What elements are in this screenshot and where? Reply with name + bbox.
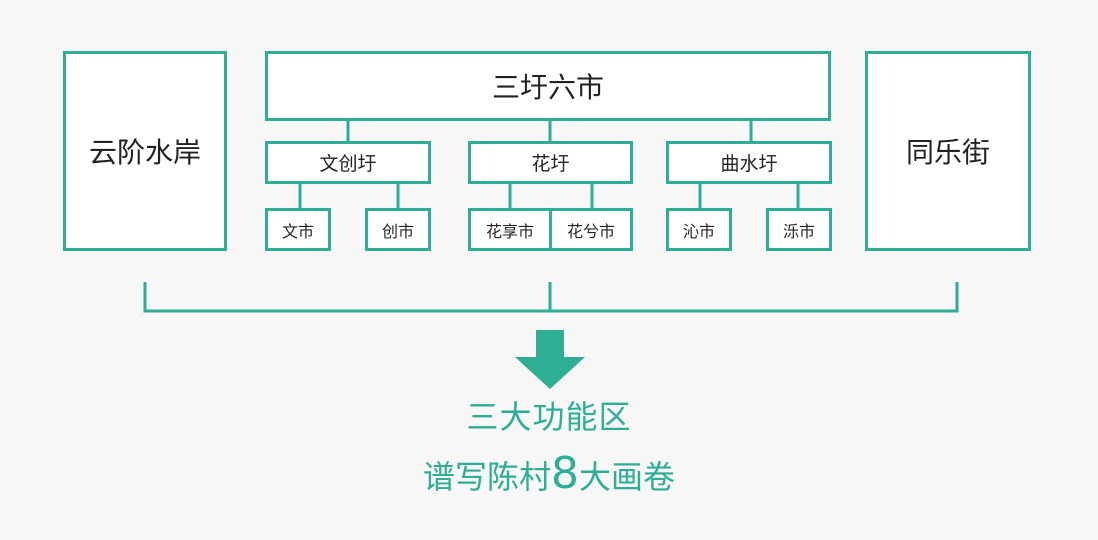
group-box-hua: 花圩 xyxy=(468,141,633,184)
leaf-box: 花享市 xyxy=(468,208,552,251)
leaf-label: 花兮市 xyxy=(566,221,615,241)
group-label: 花圩 xyxy=(531,153,570,175)
summary-number: 8 xyxy=(551,448,579,499)
group-label: 曲水圩 xyxy=(720,153,778,175)
center-title-box: 三圩六市 xyxy=(265,51,831,121)
group-box-wenchuang: 文创圩 xyxy=(265,141,431,184)
leaf-label: 花享市 xyxy=(485,221,534,241)
leaf-label: 文市 xyxy=(281,221,314,241)
leaf-label: 沁市 xyxy=(682,221,715,241)
summary-prefix: 谱写陈村 xyxy=(422,458,551,496)
right-block: 同乐街 xyxy=(865,51,1031,251)
down-arrow-icon xyxy=(515,330,585,389)
right-block-label: 同乐街 xyxy=(905,136,990,169)
center-title: 三圩六市 xyxy=(491,71,604,104)
leaf-box: 沁市 xyxy=(666,208,732,251)
leaf-box: 创市 xyxy=(365,208,431,251)
summary-line-1: 三大功能区 xyxy=(466,398,632,436)
leaf-label: 泺市 xyxy=(782,221,815,241)
summary-suffix: 大画卷 xyxy=(579,458,676,496)
summary-line-2: 谱写陈村8大画卷 xyxy=(0,448,1098,499)
leaf-box: 花兮市 xyxy=(549,208,633,251)
group-label: 文创圩 xyxy=(319,153,377,175)
leaf-box: 文市 xyxy=(265,208,331,251)
group-box-qushui: 曲水圩 xyxy=(666,141,832,184)
leaf-label: 创市 xyxy=(381,221,414,241)
leaf-box: 泺市 xyxy=(766,208,832,251)
left-block-label: 云阶水岸 xyxy=(88,136,201,169)
left-block: 云阶水岸 xyxy=(63,51,227,251)
